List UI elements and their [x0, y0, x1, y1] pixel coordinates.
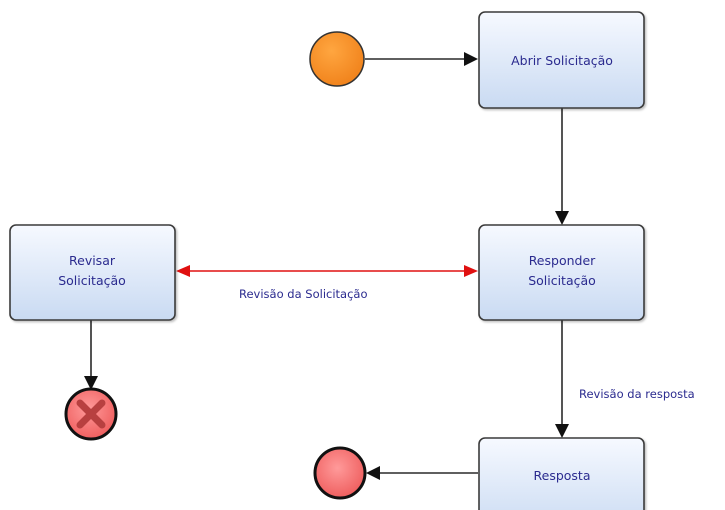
message-flow-revisao-solicitacao: [176, 265, 478, 277]
task-responder-solicitacao[interactable]: Responder Solicitação: [478, 224, 645, 321]
task-responder-box[interactable]: [478, 224, 645, 321]
sequence-flow-revisar-to-cancel: [84, 320, 98, 390]
end-event-icon[interactable]: [313, 446, 367, 500]
start-event-icon[interactable]: [309, 31, 365, 87]
task-abrir-solicitacao[interactable]: Abrir Solicitação: [478, 11, 645, 109]
task-abrir-box[interactable]: [478, 11, 645, 109]
task-resposta-box[interactable]: [478, 437, 645, 510]
cancel-x-icon: [76, 399, 106, 429]
task-responder-label-line2: Solicitação: [528, 273, 596, 288]
label-revisao-da-solicitacao: Revisão da Solicitação: [239, 287, 368, 301]
task-resposta-label: Resposta: [534, 468, 591, 483]
task-revisar-solicitacao[interactable]: Revisar Solicitação: [9, 224, 176, 321]
cancel-end-event-icon[interactable]: [64, 387, 118, 441]
task-revisar-label-line1: Revisar: [69, 253, 116, 268]
task-responder-label-line1: Responder: [529, 253, 596, 268]
sequence-flow-responder-to-resposta: [555, 320, 569, 438]
task-revisar-label-line2: Solicitação: [58, 273, 126, 288]
label-revisao-da-resposta: Revisão da resposta: [579, 387, 695, 401]
task-resposta[interactable]: Resposta: [478, 437, 645, 510]
sequence-flow-start-to-abrir: [365, 52, 478, 66]
task-abrir-label: Abrir Solicitação: [511, 53, 613, 68]
sequence-flow-resposta-to-end: [366, 466, 478, 480]
task-revisar-box[interactable]: [9, 224, 176, 321]
sequence-flow-abrir-to-responder: [555, 108, 569, 225]
